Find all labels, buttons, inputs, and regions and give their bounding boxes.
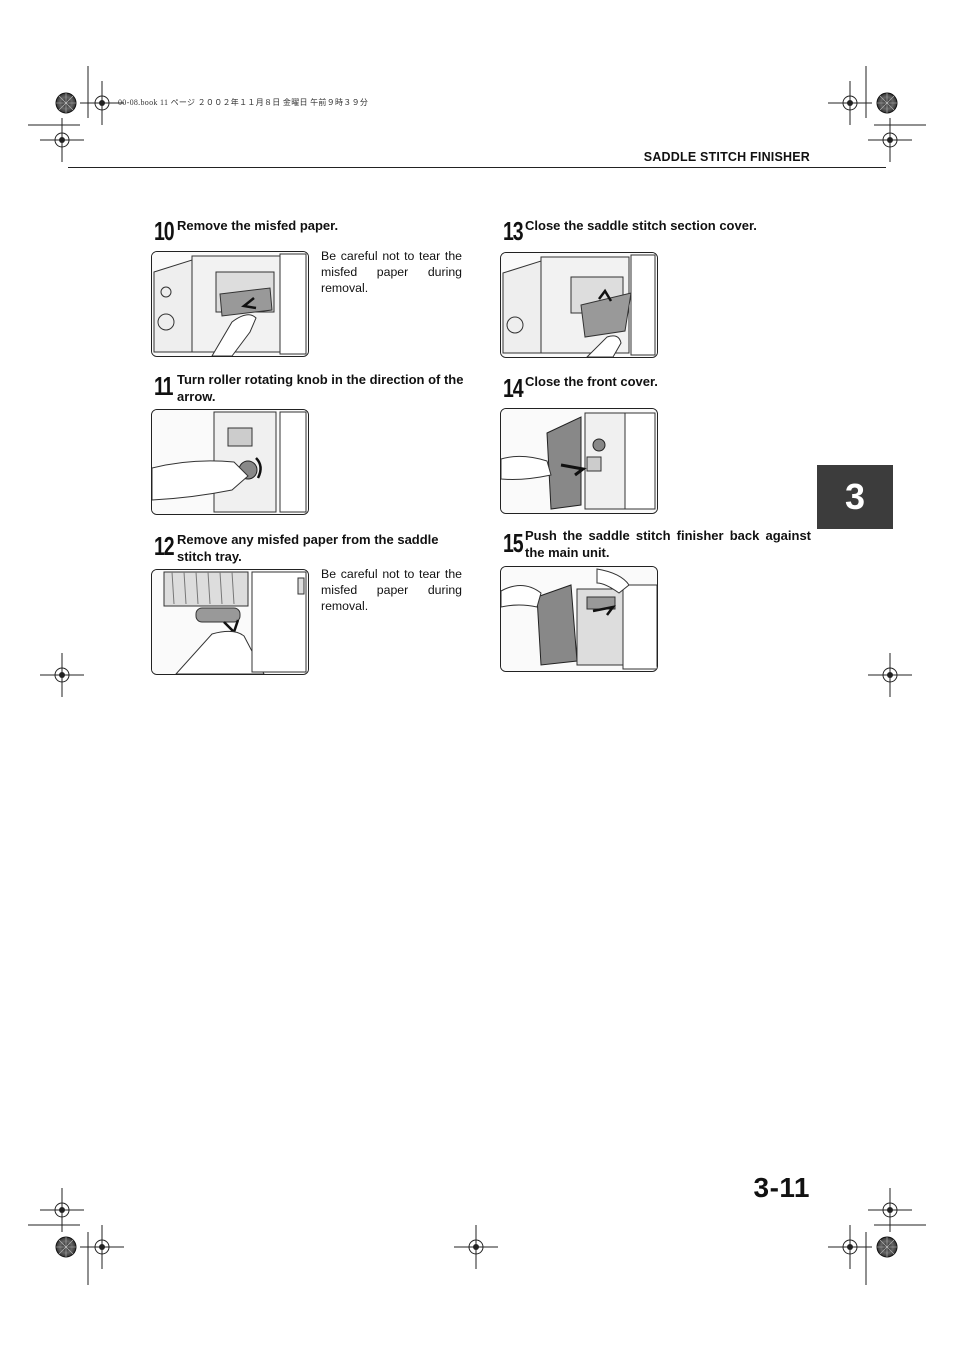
illustration-close-saddle-cover (500, 252, 658, 358)
step-text: Close the front cover. (525, 374, 658, 389)
step-text: Push the saddle stitch finisher back aga… (525, 528, 811, 560)
print-info: 00-08.book 11 ページ ２００２年１１月８日 金曜日 午前９時３９分 (118, 98, 369, 107)
step-number: 11 (154, 371, 173, 401)
illustration-close-front-cover (500, 408, 658, 514)
step-number: 13 (503, 216, 524, 246)
step-number: 12 (154, 531, 175, 561)
section-title: SADDLE STITCH FINISHER (643, 150, 810, 164)
illustration-remove-misfed-paper (151, 251, 309, 357)
header-rule (68, 167, 886, 168)
chapter-tab: 3 (817, 465, 893, 529)
step-text: Remove the misfed paper. (177, 218, 339, 233)
step-note: Be careful not to tear the misfed paper … (321, 567, 462, 613)
step-text: Close the saddle stitch section cover. (525, 218, 757, 233)
step-note: Be careful not to tear the misfed paper … (321, 249, 462, 295)
illustration-remove-paper-from-tray (151, 569, 309, 675)
step-number: 14 (503, 373, 524, 403)
step-number: 10 (154, 216, 175, 246)
illustration-turn-roller-knob (151, 409, 309, 515)
page-number: 3-11 (753, 1172, 810, 1203)
step-text: Remove any misfed paper from the saddle … (177, 532, 439, 564)
step-number: 15 (503, 528, 524, 558)
chapter-number: 3 (844, 476, 866, 517)
illustration-push-finisher-back (500, 566, 658, 672)
step-text: Turn roller rotating knob in the directi… (177, 372, 464, 404)
